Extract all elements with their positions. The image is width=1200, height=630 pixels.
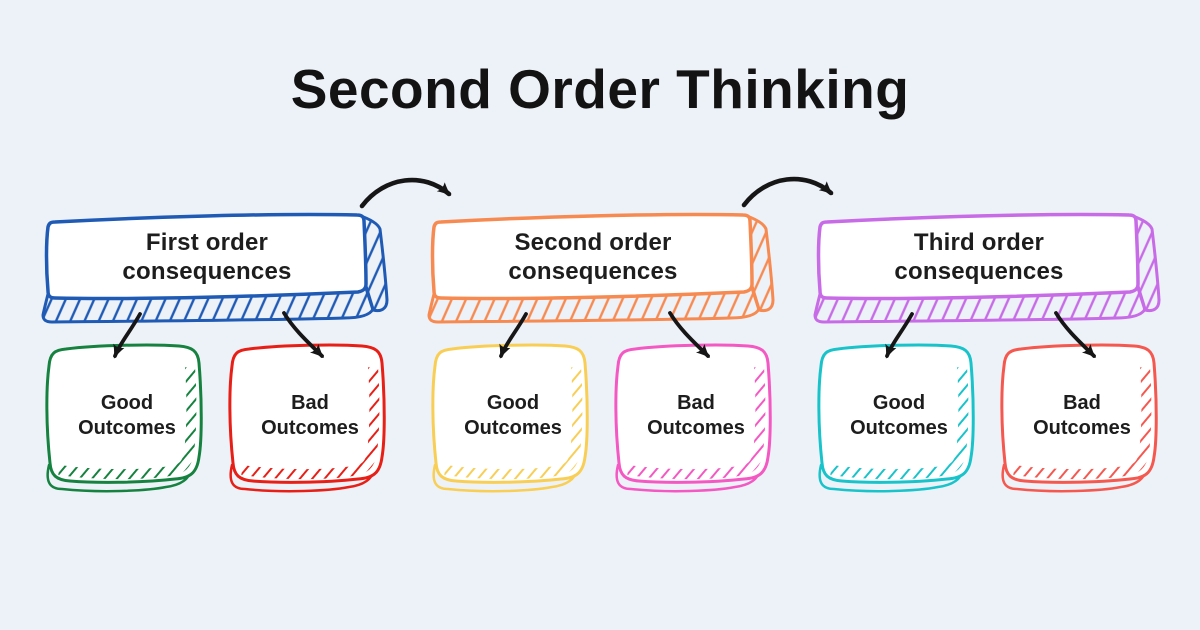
box-face [430,212,754,301]
good-outcomes-box [431,343,589,493]
box-sketch-underline [46,463,193,493]
outcome-arrows [113,311,325,359]
first-order-box [41,212,389,324]
box-rim-hatch [58,366,197,480]
label-line: Good [100,392,154,414]
label-line: Outcomes [261,417,359,439]
second-order-box-label: Second order consequences [433,228,753,286]
arrow-to-bad-outcomes-icon [1054,311,1097,359]
third-order-good-outcomes-label: Good Outcomes [814,391,984,441]
box-sketch-underline [1001,463,1148,493]
label-line: Outcomes [1033,417,1131,439]
first-order-good-outcomes-label: Good Outcomes [42,391,212,441]
bad-outcomes-box [1000,343,1158,493]
label-line: First order [145,229,269,256]
third-order-bad-outcomes-label: Bad Outcomes [997,391,1167,441]
third-order-box-label: Third order consequences [819,228,1139,286]
label-line: Good [486,392,540,414]
box-rim-hatch [627,366,766,480]
bad-outcomes-box [614,343,772,493]
box-rim-hatch [830,366,969,480]
box-outline [431,343,589,484]
label-line: consequences [894,258,1064,285]
label-line: Bad [291,392,329,414]
box-outline [228,343,386,484]
arrow-first-to-second-icon [359,177,452,209]
second-order-group [427,212,775,493]
third-order-group [813,212,1161,493]
label-line: Third order [913,229,1045,256]
label-line: Outcomes [464,417,562,439]
third-order-box [813,212,1161,324]
label-line: Outcomes [78,417,176,439]
good-outcomes-box [817,343,975,493]
arrow-to-good-outcomes-icon [499,312,528,359]
label-line: consequences [122,258,292,285]
box-rim-hatch [444,366,583,480]
good-outcomes-box [45,343,203,493]
box-outline [614,343,772,484]
box-face [44,212,368,301]
box-sketch-underline [818,463,965,493]
box-outline [817,343,975,484]
label-line: consequences [508,258,678,285]
label-line: Good [872,392,926,414]
arrow-to-good-outcomes-icon [885,312,914,359]
box-sketch-underline [229,463,376,493]
outcome-arrows [499,311,711,359]
arrow-to-bad-outcomes-icon [668,311,711,359]
arrow-to-good-outcomes-icon [113,312,142,359]
box-rim-hatch [241,366,380,480]
second-order-box [427,212,775,324]
label-line: Outcomes [647,417,745,439]
arrow-to-bad-outcomes-icon [282,311,325,359]
bad-outcomes-box [228,343,386,493]
box-rim-hatch [1013,366,1152,480]
arrow-second-to-third-icon [741,176,834,208]
box-outline [1000,343,1158,484]
page-title: Second Order Thinking [290,58,910,120]
label-line: Outcomes [850,417,948,439]
box-sketch-underline [432,463,579,493]
box-outline [45,343,203,484]
first-order-group [41,212,389,493]
flow-arrows [359,176,834,209]
second-order-bad-outcomes-label: Bad Outcomes [611,391,781,441]
box-sketch-underline [615,463,762,493]
first-order-box-label: First order consequences [47,228,367,286]
outcome-arrows [885,311,1097,359]
first-order-bad-outcomes-label: Bad Outcomes [225,391,395,441]
label-line: Second order [514,229,672,256]
second-order-good-outcomes-label: Good Outcomes [428,391,598,441]
box-face [816,212,1140,301]
label-line: Bad [1063,392,1101,414]
label-line: Bad [677,392,715,414]
